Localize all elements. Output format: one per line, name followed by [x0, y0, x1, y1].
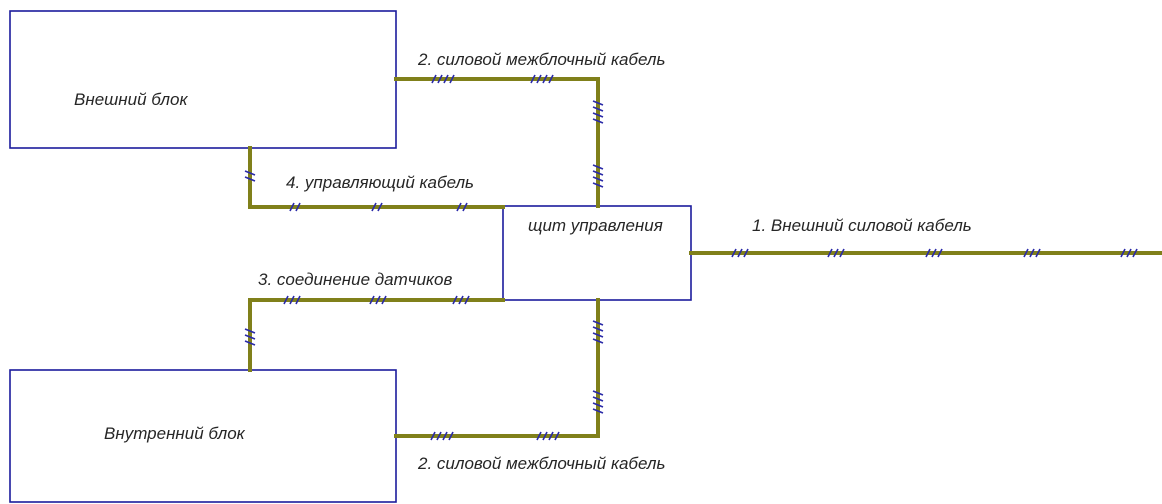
- core-mark: [244, 328, 256, 346]
- core-mark: [289, 202, 301, 212]
- control-cable-label: 4. управляющий кабель: [286, 173, 474, 192]
- power-interunit-cable-top-label: 2. силовой межблочный кабель: [417, 50, 665, 69]
- sensor-connection-cable: [248, 298, 505, 372]
- cable-core-marks: [283, 74, 1138, 441]
- outdoor-unit-label: Внешний блок: [74, 90, 188, 109]
- control-panel-box: [502, 205, 692, 301]
- sensor-connection-cable-label: 3. соединение датчиков: [258, 270, 453, 289]
- control-panel-label: щит управления: [528, 216, 663, 235]
- cable-core-marks-vertical: [244, 100, 604, 414]
- core-mark: [1023, 248, 1041, 258]
- power-interunit-cable-bottom-label: 2. силовой межблочный кабель: [417, 454, 665, 473]
- core-mark: [369, 295, 387, 305]
- core-mark: [371, 202, 383, 212]
- indoor-unit-box: [9, 369, 397, 503]
- core-mark: [592, 390, 604, 414]
- external-power-cable-label: 1. Внешний силовой кабель: [752, 216, 972, 235]
- core-mark: [283, 295, 301, 305]
- core-mark: [430, 431, 454, 441]
- core-mark: [452, 295, 470, 305]
- outdoor-unit-box: [9, 10, 397, 149]
- core-mark: [592, 100, 604, 124]
- core-mark: [731, 248, 749, 258]
- control-cable: [248, 146, 505, 209]
- core-mark: [1120, 248, 1138, 258]
- power-interunit-cable-bottom: [394, 298, 600, 438]
- indoor-unit-label: Внутренний блок: [104, 424, 246, 443]
- core-mark: [244, 170, 256, 182]
- power-interunit-cable-top: [394, 77, 600, 208]
- core-mark: [536, 431, 560, 441]
- core-mark: [592, 320, 604, 344]
- core-mark: [925, 248, 943, 258]
- core-mark: [456, 202, 468, 212]
- core-mark: [592, 164, 604, 188]
- core-mark: [530, 74, 554, 84]
- core-mark: [827, 248, 845, 258]
- core-mark: [431, 74, 455, 84]
